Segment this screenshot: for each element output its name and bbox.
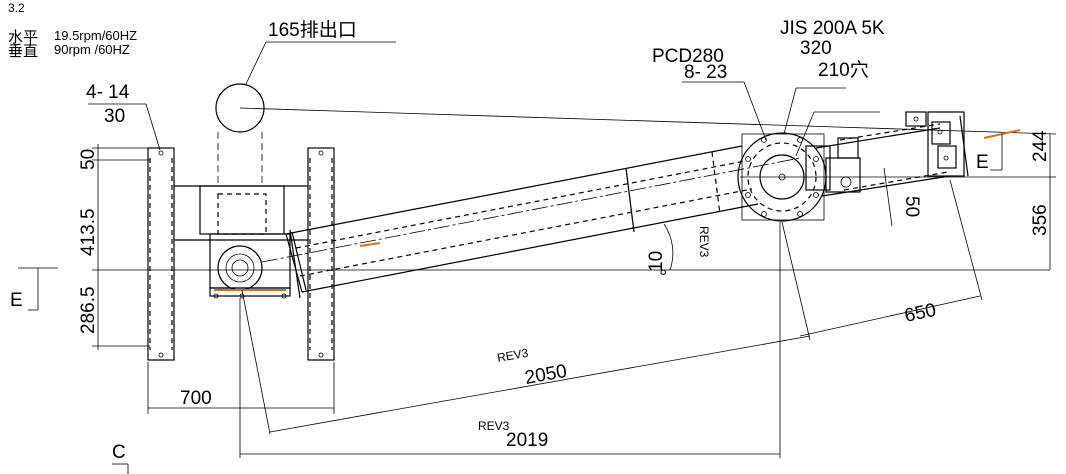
dim-650: 650	[903, 300, 938, 327]
angle-unit: °	[658, 268, 679, 276]
dim-413-5: 413.5	[78, 208, 99, 256]
leg-hole-pitch: 30	[104, 106, 125, 127]
dim-356: 356	[1030, 204, 1051, 236]
inclined-tube	[261, 145, 801, 293]
dim-700: 700	[180, 388, 212, 409]
left-frame	[147, 83, 335, 361]
pcd-callout: PCD280	[652, 46, 724, 67]
dim-244: 244	[1030, 130, 1051, 162]
section-mark-left: E	[10, 290, 23, 311]
vertical-label: 垂直	[8, 43, 38, 60]
horizontal-label: 水平	[8, 29, 38, 46]
dim-50-right: 50	[901, 196, 922, 217]
leg-holes-callout: 4- 14	[86, 82, 130, 103]
dim-2019: 2019	[506, 430, 548, 451]
outlet-circle	[215, 83, 265, 133]
head-assembly	[805, 111, 969, 197]
bolt-holes-callout: 8- 23	[684, 62, 727, 83]
angle-value: 10	[646, 251, 667, 272]
section-mark-right: E	[976, 152, 989, 173]
outlet-callout: 165排出口	[268, 19, 357, 41]
rev-2019: REV3	[478, 419, 510, 433]
dim-286-5: 286.5	[78, 286, 99, 334]
dimension-lines	[18, 41, 1057, 474]
sheet-tag: 3.2	[8, 1, 25, 15]
rev-2050: REV3	[496, 346, 530, 365]
horizontal-speed: 19.5rpm/60HZ	[54, 28, 137, 43]
dim-2050: 2050	[523, 361, 568, 389]
vertical-speed: 90rpm /60HZ	[54, 42, 130, 57]
flange-outer-dia: 320	[800, 38, 832, 59]
flange-spec: JIS 200A 5K	[780, 18, 885, 39]
flange-hole: 210穴	[818, 59, 869, 81]
dim-50-top: 50	[78, 149, 99, 170]
rev-angle: REV3	[697, 226, 711, 258]
drive-box	[209, 229, 301, 299]
section-mark-bottom: C	[112, 442, 126, 463]
